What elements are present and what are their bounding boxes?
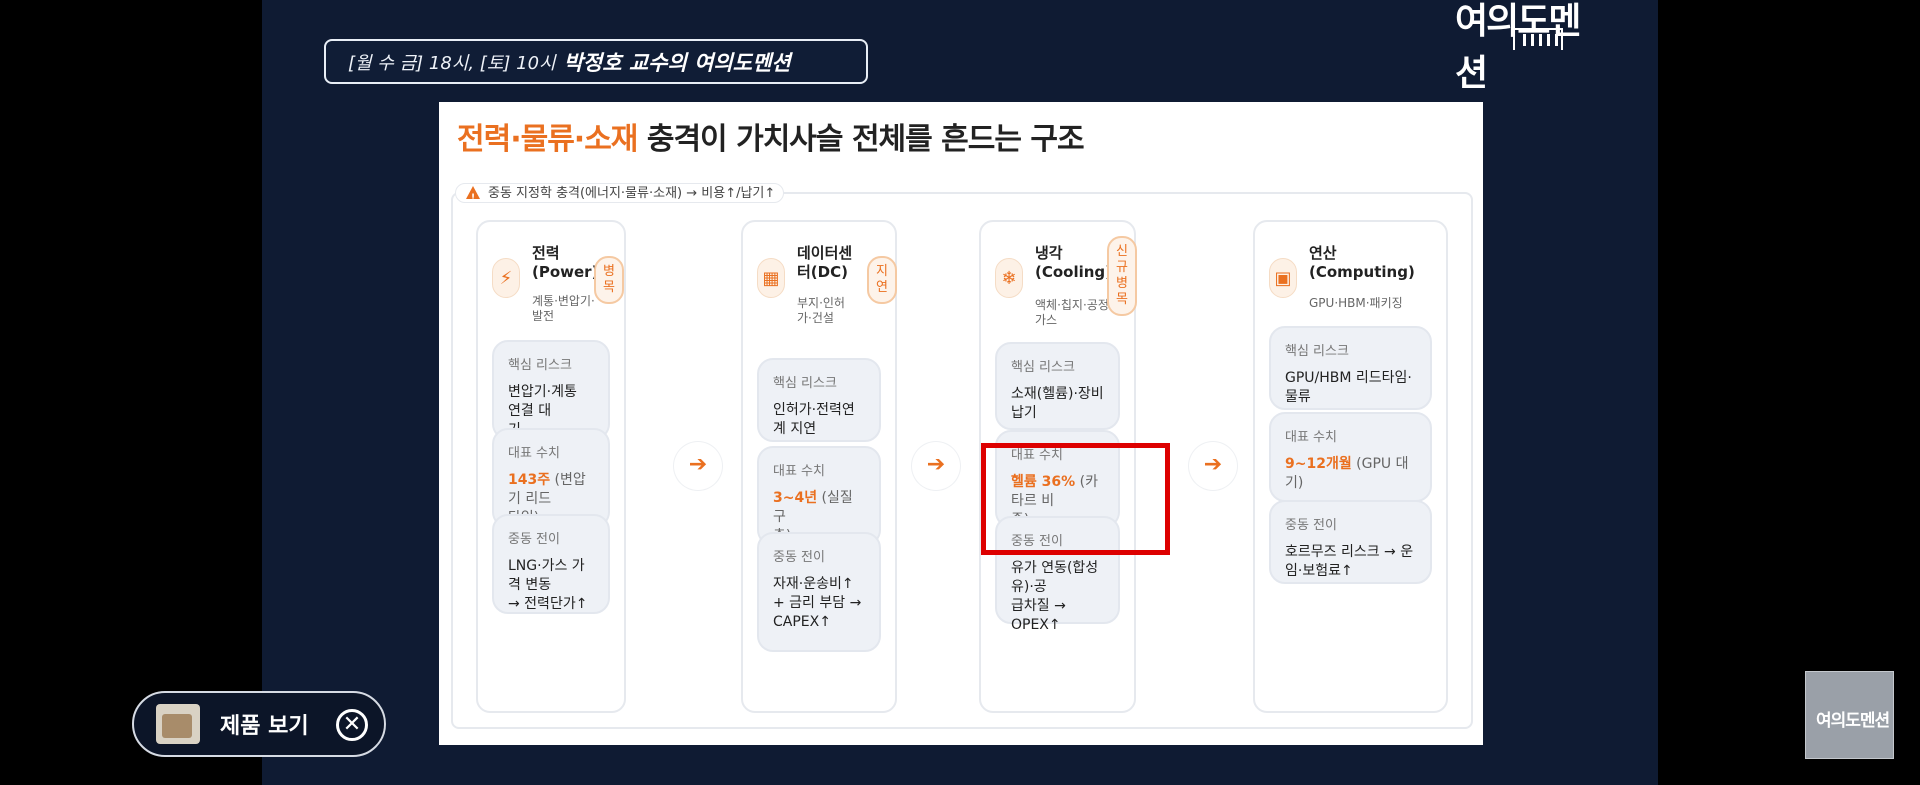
chip-icon: ▣: [1269, 258, 1297, 298]
warning-text: 중동 지정학 충격(에너지·물류·소재) → 비용↑/납기↑: [488, 186, 776, 201]
program-banner: [월 수 금] 18시, [토] 10시 박정호 교수의 여의도멘션: [324, 39, 868, 84]
diagram-frame: [451, 192, 1473, 729]
arrow-right-icon: ➔: [1189, 442, 1237, 490]
card-label: 대표 수치: [1285, 430, 1337, 445]
product-view-label: 제품 보기: [220, 714, 309, 739]
card-label: 중동 전이: [1011, 534, 1063, 549]
warning-caption: 중동 지정학 충격(에너지·물류·소재) → 비용↑/납기↑: [455, 183, 785, 208]
info-card: 핵심 리스크 GPU/HBM 리드타임·물류: [1269, 326, 1432, 410]
card-label: 중동 전이: [773, 550, 825, 565]
product-thumbnail: [156, 704, 200, 744]
info-card: 대표 수치 9~12개월 (GPU 대기): [1269, 412, 1432, 502]
card-text: 변압기·계통 연결 대기: [508, 384, 577, 438]
close-icon[interactable]: ✕: [336, 709, 368, 741]
card-value: 9~12개월: [1285, 456, 1352, 472]
card-text: LNG·가스 가격 변동→ 전력단가↑: [508, 558, 588, 612]
arrow-right-icon: ➔: [912, 442, 960, 490]
card-text: 9~12개월 (GPU 대기): [1285, 455, 1416, 493]
card-text: 자재·운송비↑+ 금리 부담 →CAPEX↑: [773, 576, 862, 630]
column-title: 전력(Power): [532, 244, 599, 281]
card-label: 핵심 리스크: [773, 376, 837, 391]
column-subtitle: GPU·HBM·패키징: [1309, 296, 1403, 310]
snowflake-icon: ❄: [995, 258, 1023, 298]
logo-text: 여의도멘션: [1455, 1, 1581, 94]
logo-building-graphic: [1513, 28, 1563, 50]
column-subtitle: 계통·변압기·발전: [532, 294, 595, 323]
slide-title-highlight: 전력·물류·소재: [457, 122, 638, 157]
product-view-button[interactable]: 제품 보기 ✕: [132, 691, 386, 757]
card-label: 핵심 리스크: [508, 358, 572, 373]
right-letterbox: [1658, 0, 1920, 785]
card-label: 중동 전이: [1285, 518, 1337, 533]
column-title: 연산(Computing): [1309, 244, 1415, 281]
banner-program: 박정호 교수의 여의도멘션: [563, 50, 791, 75]
column-title: 냉각(Cooling): [1035, 244, 1113, 281]
warning-icon: [466, 186, 480, 208]
card-value: 143주: [508, 472, 551, 488]
red-highlight-box: [981, 443, 1170, 555]
slide-title-rest: 충격이 가치사슬 전체를 흔드는 구조: [637, 122, 1085, 157]
card-label: 핵심 리스크: [1285, 344, 1349, 359]
card-label: 핵심 리스크: [1011, 360, 1075, 375]
mini-logo-thumbnail[interactable]: 여의도멘션: [1805, 671, 1894, 759]
arrow-right-icon: ➔: [674, 442, 722, 490]
info-card: 중동 전이 LNG·가스 가격 변동→ 전력단가↑: [492, 514, 610, 614]
mini-logo-text: 여의도멘션: [1816, 711, 1890, 731]
card-value: 헬륨 36%: [1011, 474, 1076, 490]
card-value: 3~4년: [773, 490, 818, 506]
card-value-note: (GPU 대기): [1285, 456, 1409, 491]
info-card: 대표 수치3~4년 (실질 구축): [757, 446, 881, 546]
card-label: 대표 수치: [773, 464, 825, 479]
channel-logo: 여의도멘션: [1455, 1, 1600, 100]
banner-schedule: [월 수 금] 18시, [토] 10시: [348, 52, 556, 74]
card-text: GPU/HBM 리드타임·물류: [1285, 370, 1412, 405]
card-label: 대표 수치: [508, 446, 560, 461]
presentation-slide: 전력·물류·소재 충격이 가치사슬 전체를 흔드는 구조 중동 지정학 충격(에…: [439, 102, 1483, 745]
card-label: 중동 전이: [508, 532, 560, 547]
building-icon: ▦: [757, 258, 785, 298]
card-text: 소재(헬륨)·장비 납기: [1011, 386, 1104, 421]
lightning-icon: ⚡: [492, 258, 520, 298]
left-letterbox: [0, 0, 262, 785]
card-label: 대표 수치: [1011, 448, 1063, 463]
slide-title: 전력·물류·소재 충격이 가치사슬 전체를 흔드는 구조: [457, 114, 1085, 158]
